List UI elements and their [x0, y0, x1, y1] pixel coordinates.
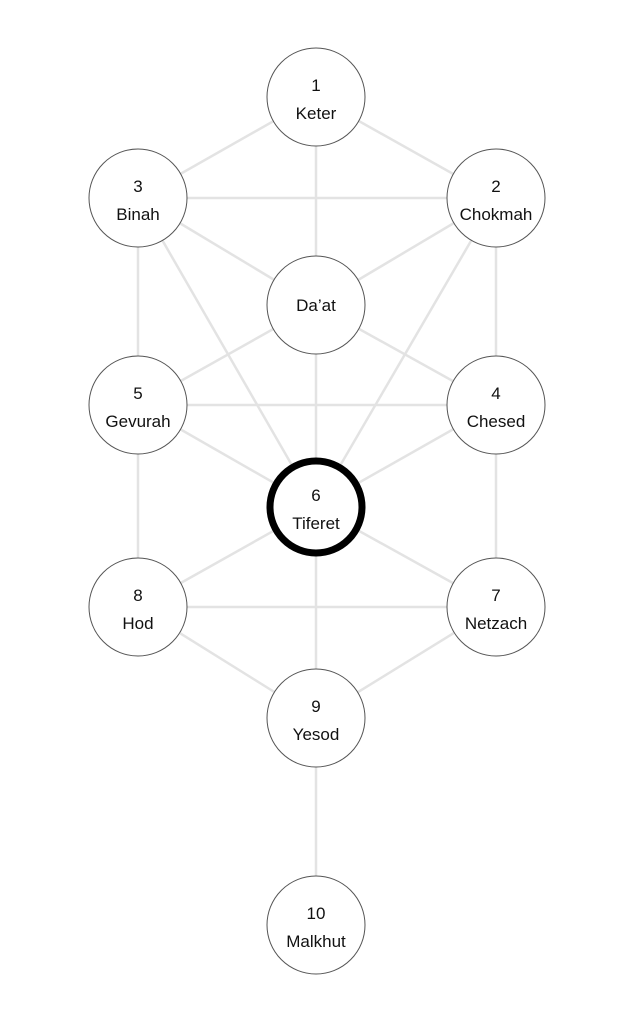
node-name: Chokmah	[460, 205, 533, 224]
node-name: Keter	[296, 104, 337, 123]
edge-chokmah-tiferet	[314, 197, 498, 508]
node-circle	[266, 47, 366, 147]
node-circle	[88, 148, 188, 248]
node-name: Da’at	[296, 296, 336, 315]
node-name: Yesod	[293, 725, 340, 744]
node-circle	[446, 148, 546, 248]
node-name: Malkhut	[286, 932, 346, 951]
node-name: Hod	[122, 614, 153, 633]
node-circle	[446, 557, 546, 657]
node-circle	[446, 355, 546, 455]
node-number: 4	[491, 384, 500, 403]
node-number: 1	[311, 76, 320, 95]
node-circle	[266, 457, 366, 557]
node-number: 9	[311, 697, 320, 716]
node-number: 10	[307, 904, 326, 923]
node-number: 6	[311, 486, 320, 505]
node-circle	[88, 355, 188, 455]
edge-binah-tiferet	[136, 197, 318, 508]
node-number: 5	[133, 384, 142, 403]
node-daat[interactable]: Da’at	[266, 255, 366, 355]
node-number: 8	[133, 586, 142, 605]
node-name: Netzach	[465, 614, 527, 633]
node-circle	[266, 875, 366, 975]
node-name: Gevurah	[105, 412, 170, 431]
node-name: Tiferet	[292, 514, 340, 533]
node-circle	[266, 668, 366, 768]
node-name: Binah	[116, 205, 159, 224]
node-number: 2	[491, 177, 500, 196]
node-circle	[88, 557, 188, 657]
node-number: 3	[133, 177, 142, 196]
node-circle	[266, 255, 366, 355]
node-name: Chesed	[467, 412, 526, 431]
node-number: 7	[491, 586, 500, 605]
